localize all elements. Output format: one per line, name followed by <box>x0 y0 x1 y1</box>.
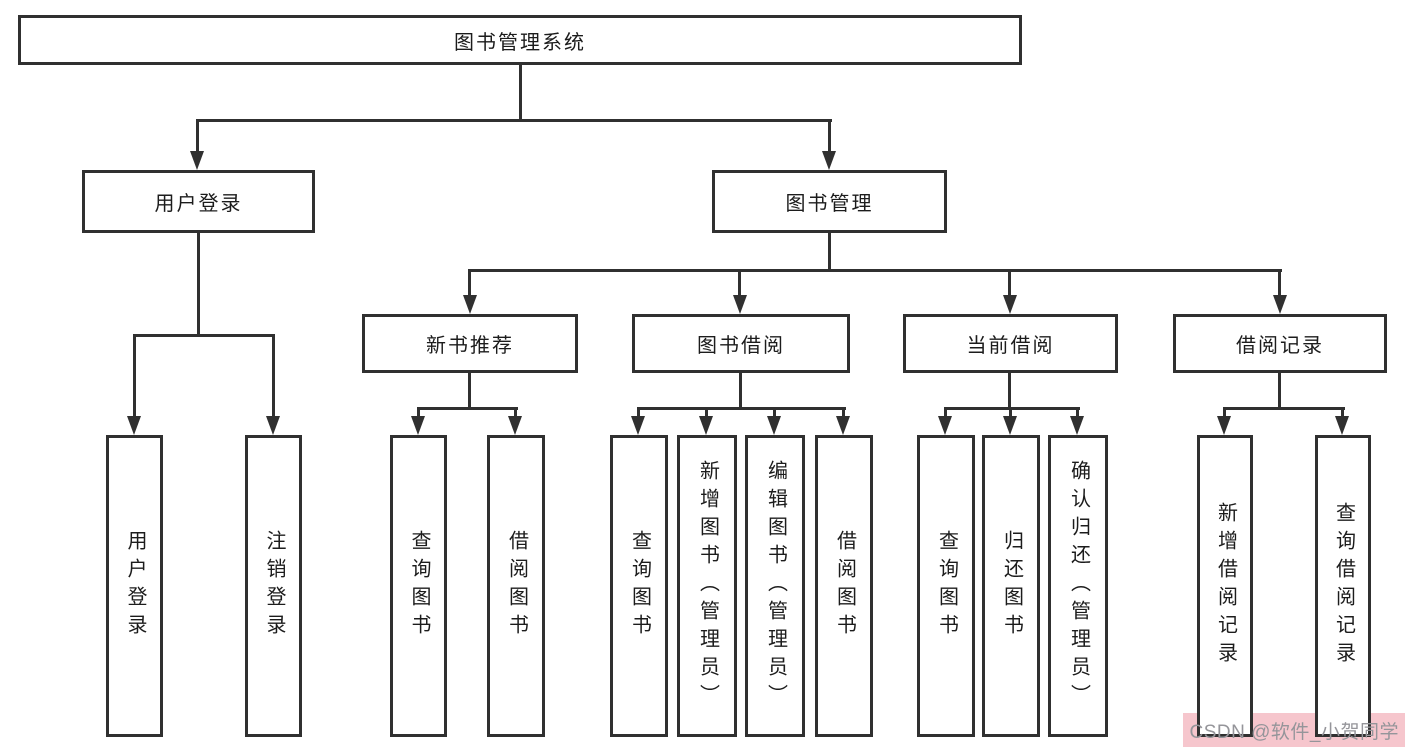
connector-hline <box>944 407 1080 410</box>
connector-vline <box>1009 407 1012 420</box>
connector-hline <box>637 407 846 410</box>
node-book-borrowing: 图书借阅 <box>632 314 850 373</box>
node-label: 当前借阅 <box>966 335 1055 357</box>
connector-vline <box>944 407 947 420</box>
leaf-edit-book-admin: 编辑图书（管理员） <box>745 435 805 737</box>
leaf-query-books-current: 查询图书 <box>917 435 975 737</box>
node-current-borrowing: 当前借阅 <box>903 314 1118 373</box>
leaf-borrow-books-recommend: 借阅图书 <box>487 435 545 737</box>
leaf-add-book-admin: 新增图书（管理员） <box>677 435 737 737</box>
connector-vline <box>1223 407 1226 420</box>
arrowhead-down-icon <box>190 151 204 170</box>
node-label: 归还图书 <box>1000 530 1023 642</box>
connector-vline <box>272 334 275 418</box>
node-label: 借阅图书 <box>833 530 856 642</box>
arrowhead-down-icon <box>127 416 141 435</box>
leaf-confirm-return-admin: 确认归还（管理员） <box>1048 435 1108 737</box>
leaf-query-books-borrowing: 查询图书 <box>610 435 668 737</box>
arrowhead-down-icon <box>266 416 280 435</box>
node-label: 图书管理系统 <box>454 31 586 54</box>
connector-vline <box>705 407 708 420</box>
connector-vline <box>773 407 776 420</box>
arrowhead-down-icon <box>1003 295 1017 314</box>
arrowhead-down-icon <box>699 416 713 435</box>
arrowhead-down-icon <box>767 416 781 435</box>
connector-vline <box>637 407 640 420</box>
arrowhead-down-icon <box>463 295 477 314</box>
connector-vline <box>519 64 522 122</box>
connector-vline <box>197 233 200 337</box>
connector-hline <box>196 119 832 122</box>
arrowhead-down-icon <box>1273 295 1287 314</box>
node-label: 借阅记录 <box>1236 335 1324 357</box>
node-new-book-recommend: 新书推荐 <box>362 314 578 373</box>
node-label: 查询借阅记录 <box>1332 502 1355 670</box>
node-library-system: 图书管理系统 <box>18 15 1022 65</box>
connector-vline <box>514 407 517 420</box>
arrowhead-down-icon <box>938 416 952 435</box>
arrowhead-down-icon <box>508 416 522 435</box>
arrowhead-down-icon <box>1335 416 1349 435</box>
node-label: 借阅图书 <box>505 530 528 642</box>
node-label: 新增图书（管理员） <box>696 460 719 712</box>
node-label: 新增借阅记录 <box>1214 502 1237 670</box>
arrowhead-down-icon <box>1003 416 1017 435</box>
connector-vline <box>133 334 136 418</box>
connector-vline <box>196 119 199 155</box>
connector-vline <box>1341 407 1344 420</box>
connector-vline <box>417 407 420 420</box>
arrowhead-down-icon <box>631 416 645 435</box>
node-label: 查询图书 <box>628 530 651 642</box>
leaf-logout: 注销登录 <box>245 435 302 737</box>
node-label: 查询图书 <box>408 530 430 642</box>
leaf-query-books-recommend: 查询图书 <box>390 435 447 737</box>
node-label: 用户登录 <box>124 530 146 642</box>
watermark-text: CSDN @软件_小贺同学 <box>1189 722 1399 743</box>
leaf-return-books: 归还图书 <box>982 435 1040 737</box>
leaf-user-login: 用户登录 <box>106 435 163 737</box>
connector-vline <box>468 269 471 297</box>
connector-hline <box>417 407 518 410</box>
node-label: 注销登录 <box>263 530 285 642</box>
node-label: 确认归还（管理员） <box>1067 460 1090 712</box>
connector-vline <box>842 407 845 420</box>
node-book-management: 图书管理 <box>712 170 947 233</box>
connector-vline <box>738 269 741 297</box>
connector-hline <box>133 334 275 337</box>
connector-vline <box>1008 269 1011 297</box>
node-label: 图书借阅 <box>697 335 785 357</box>
arrowhead-down-icon <box>1070 416 1084 435</box>
node-borrowing-records: 借阅记录 <box>1173 314 1387 373</box>
connector-vline <box>1278 373 1281 410</box>
node-label: 新书推荐 <box>426 335 514 357</box>
arrowhead-down-icon <box>733 295 747 314</box>
node-label: 图书管理 <box>785 193 874 215</box>
connector-vline <box>1076 407 1079 420</box>
arrowhead-down-icon <box>822 151 836 170</box>
connector-vline <box>828 119 831 155</box>
leaf-borrow-books-borrowing: 借阅图书 <box>815 435 873 737</box>
node-user-login: 用户登录 <box>82 170 315 233</box>
node-label: 编辑图书（管理员） <box>764 460 787 712</box>
arrowhead-down-icon <box>411 416 425 435</box>
node-label: 用户登录 <box>154 193 243 215</box>
connector-vline <box>739 373 742 410</box>
arrowhead-down-icon <box>1217 416 1231 435</box>
arrowhead-down-icon <box>836 416 850 435</box>
connector-hline <box>468 269 1282 272</box>
connector-vline <box>1008 373 1011 410</box>
leaf-add-borrow-record: 新增借阅记录 <box>1197 435 1253 737</box>
connector-hline <box>1223 407 1345 410</box>
connector-vline <box>468 373 471 410</box>
node-label: 查询图书 <box>935 530 958 642</box>
connector-vline <box>1278 269 1281 297</box>
leaf-query-borrow-record: 查询借阅记录 <box>1315 435 1371 737</box>
connector-vline <box>828 233 831 272</box>
